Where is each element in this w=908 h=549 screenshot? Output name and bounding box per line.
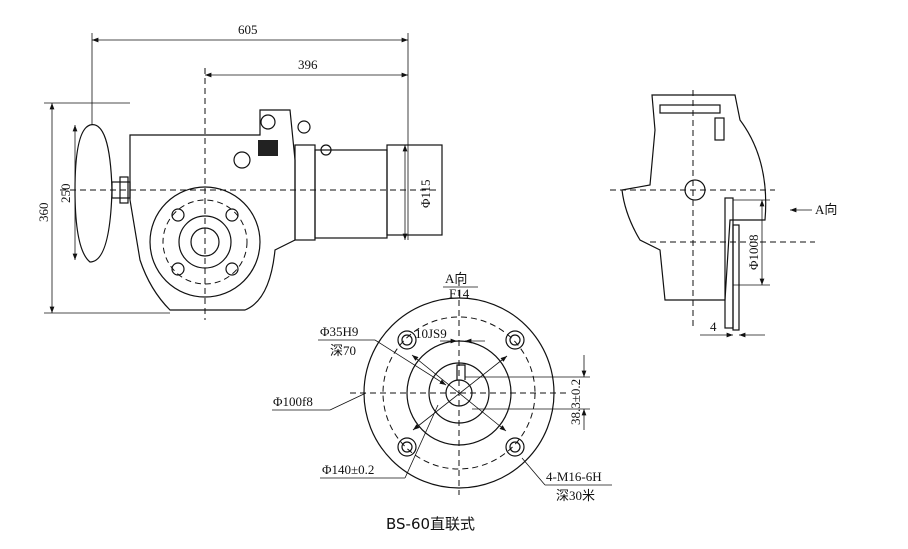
bolt-holes [397, 330, 525, 457]
spigot-dim: Φ100f8 [273, 394, 313, 409]
bore-dim: Φ35H9 [320, 324, 358, 339]
view-a-arrow-label: A向 [815, 202, 837, 217]
flange-code: F14 [449, 286, 470, 301]
dim-4: 4 [710, 319, 717, 334]
drawing-caption: BS-60直联式 [386, 515, 475, 533]
flange-outer [363, 297, 555, 489]
thread-depth: 深30米 [556, 488, 595, 503]
dim-360: 360 [36, 203, 51, 223]
handwheel [74, 124, 113, 263]
dim-605: 605 [238, 22, 258, 37]
pcd-dim: Φ140±0.2 [322, 462, 374, 477]
bore-depth: 深70 [330, 343, 356, 358]
gearbox-cover [149, 186, 261, 298]
side-view: Φ1008 4 A向 [610, 90, 837, 338]
keyway-dim: 10JS9 [415, 326, 447, 341]
flange-view: A向 F14 Φ35H9 深70 10JS9 38.3±0.2 Φ100f8 Φ… [272, 271, 612, 503]
dim-phi115: Φ115 [418, 179, 433, 208]
key-height-dim: 38.3±0.2 [568, 379, 583, 425]
dim-250: 250 [58, 184, 73, 204]
thread-dim: 4-M16-6H [546, 469, 602, 484]
view-a-label: A向 [445, 271, 467, 286]
dim-396: 396 [298, 57, 318, 72]
motor [314, 149, 388, 239]
dim-phi1008: Φ1008 [746, 234, 761, 270]
front-view: 605 396 360 250 Φ115 [36, 22, 443, 320]
